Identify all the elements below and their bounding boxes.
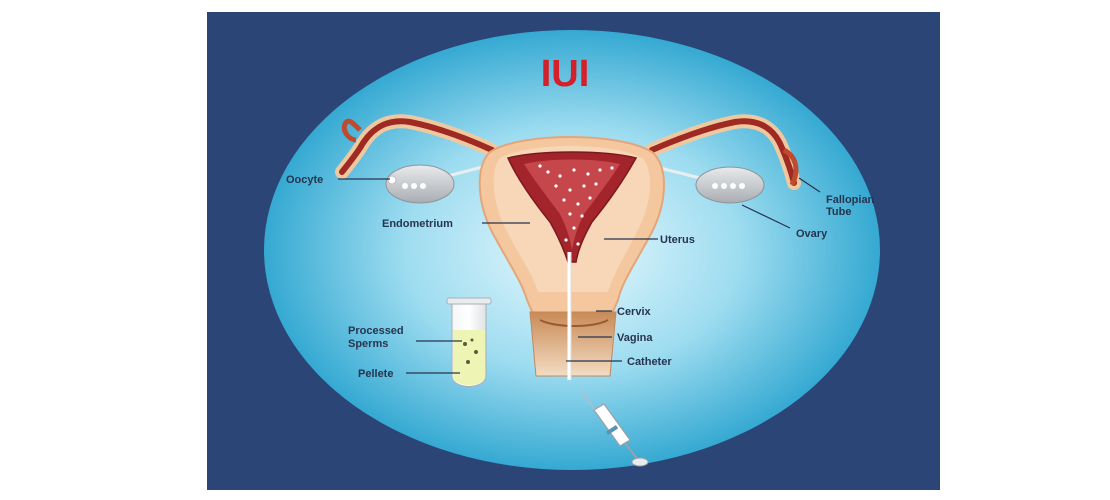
label-ovary: Ovary — [796, 228, 828, 240]
pointer-lines — [338, 177, 821, 374]
cervix-vagina — [529, 311, 617, 377]
label-uterus: Uterus — [660, 234, 695, 246]
label-oocyte: Oocyte — [286, 174, 323, 186]
label-fallopian-tube-line1: Fallopian — [826, 194, 875, 206]
label-processed-sperms-line1: Processed — [348, 325, 404, 337]
syringe — [581, 391, 649, 467]
sperm-cells — [538, 164, 614, 246]
right-fallopian-tube — [645, 114, 801, 190]
left-ovary — [385, 163, 491, 204]
label-catheter: Catheter — [627, 356, 672, 368]
catheter — [567, 252, 572, 380]
label-processed-sperms-line2: Sperms — [348, 338, 388, 350]
test-tube — [446, 297, 492, 387]
left-fallopian-tube — [335, 114, 499, 179]
label-vagina: Vagina — [617, 332, 653, 344]
right-ovary — [659, 166, 765, 204]
label-pellete: Pellete — [358, 368, 393, 380]
label-cervix: Cervix — [617, 306, 652, 318]
label-endometrium: Endometrium — [382, 218, 453, 230]
label-fallopian-tube-line2: Tube — [826, 206, 851, 218]
uterine-cavity — [506, 151, 638, 263]
diagram-title: IUI — [541, 53, 590, 95]
